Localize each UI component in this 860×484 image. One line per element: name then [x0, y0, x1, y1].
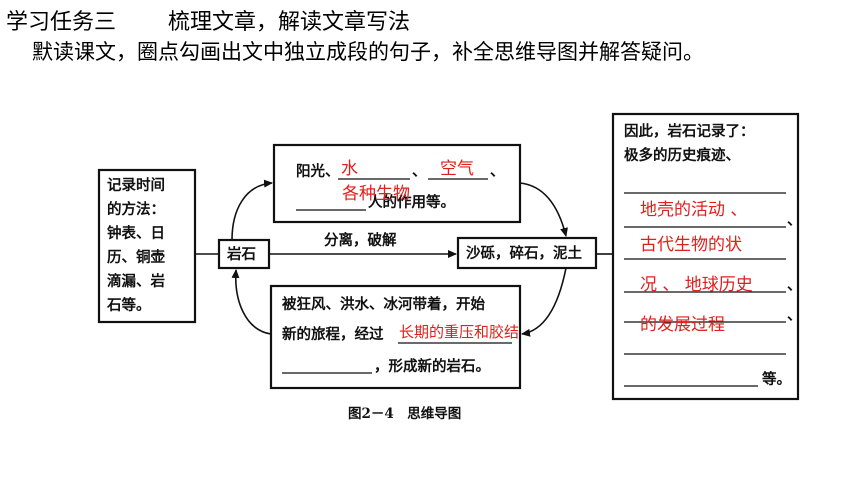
arrow-rock-weathering [231, 179, 273, 241]
time-methods-line-5: 滴漏、岩 [107, 272, 165, 290]
figure-caption: 图2－4 思维导图 [348, 405, 461, 422]
answer-air: 空气 [440, 159, 474, 179]
record-line-2: 极多的历史痕迹、 [624, 146, 740, 164]
new-rock-box: 被狂风、洪水、冰河带着，开始 新的旅程，经过 ，形成新的岩石。 长期的重压和胶结 [269, 284, 522, 390]
answer-crust: 地壳的活动 、 [640, 200, 747, 220]
time-methods-line-1: 记录时间 [107, 176, 165, 194]
arrow-sediment-newrock [521, 267, 567, 337]
rock-label: 岩石 [226, 245, 256, 263]
time-methods-box: 记录时间 的方法： 钟表、日 历、铜壶 滴漏、岩 石等。 [97, 168, 197, 324]
time-methods-line-3: 钟表、日 [107, 224, 165, 242]
arrow-newrock-rock [231, 269, 272, 335]
answer-development: 的发展过程 [640, 315, 725, 335]
weathering-sep-1: 、 [412, 163, 427, 180]
instruction-text: 默读课文，圈点勾画出文中独立成段的句子，补全思维导图并解答疑问。 [32, 40, 704, 64]
weathering-box: 阳光、 、 、 人的作用等。 水 空气 各种生物 [272, 143, 522, 224]
record-line-1: 因此，岩石记录了： [624, 122, 755, 140]
sediment-label: 沙砾，碎石，泥土 [466, 244, 582, 262]
record-box: 因此，岩石记录了： 极多的历史痕迹、 、 、 、 等。 地壳的活动 、 古代生物… [611, 112, 802, 401]
time-methods-line-4: 历、铜壶 [107, 248, 165, 266]
arrow-weathering-sediment [519, 182, 568, 237]
sediment-box: 沙砾，碎石，泥土 [456, 236, 598, 270]
answer-organisms: 各种生物 [342, 184, 410, 204]
record-sep-1: 、 [787, 212, 802, 229]
weathering-start: 阳光、 [296, 162, 340, 180]
weathering-end: 人的作用等。 [368, 193, 455, 211]
answer-pressure: 长期的重压和胶结 [399, 323, 519, 341]
time-methods-line-2: 的方法： [107, 200, 165, 218]
time-methods-line-6: 石等。 [106, 296, 151, 314]
record-sep-3: 、 [787, 307, 802, 324]
new-rock-line-2: 新的旅程，经过 [282, 325, 384, 343]
record-end: 等。 [762, 370, 791, 388]
answer-earth-history: 况 、 地球历史 [640, 275, 753, 295]
record-sep-2: 、 [787, 277, 802, 294]
middle-label: 分离，破解 [324, 231, 397, 249]
rock-box: 岩石 [217, 238, 271, 270]
weathering-sep-2: 、 [490, 163, 505, 180]
answer-ancient-life: 古代生物的状 [640, 235, 742, 255]
new-rock-line-1: 被狂风、洪水、冰河带着，开始 [282, 295, 485, 313]
task-label: 学习任务三 [6, 10, 117, 35]
answer-water: 水 [341, 159, 358, 179]
task-title: 梳理文章，解读文章写法 [168, 10, 411, 35]
new-rock-line-3: ，形成新的岩石。 [374, 357, 490, 375]
